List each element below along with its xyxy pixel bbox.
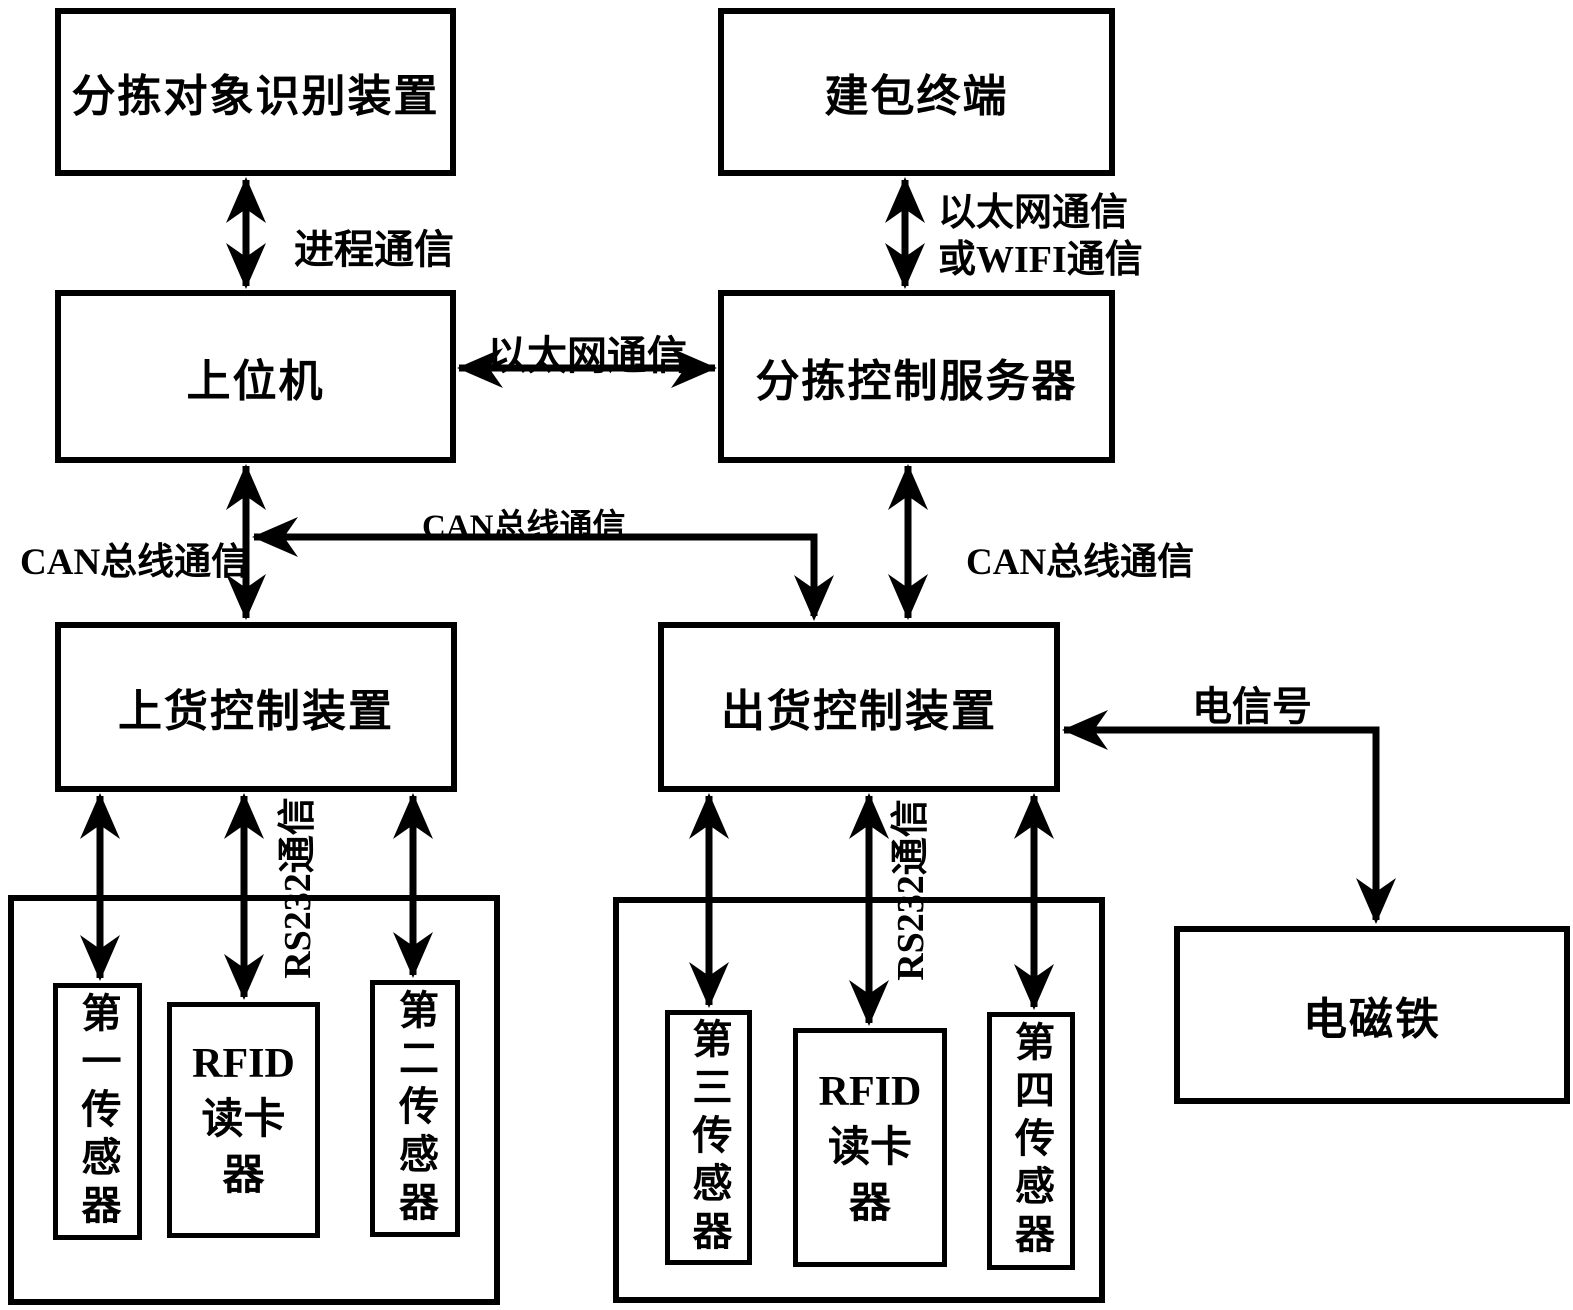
label-eth-or-wifi-line1: 以太网通信 (938, 190, 1143, 237)
box-shipping-control-device-label: 出货控制装置 (721, 675, 997, 739)
box-sorting-control-server: 分拣控制服务器 (718, 290, 1115, 463)
box-packing-terminal-label: 建包终端 (825, 60, 1009, 124)
label-can-bus-mid: CAN总线通信 (422, 499, 626, 547)
box-recognition-device-label: 分拣对象识别装置 (72, 60, 440, 124)
box-loading-control-device: 上货控制装置 (55, 622, 457, 792)
label-rs232-left: RS232通信 (266, 781, 310, 995)
label-can-bus-right: CAN总线通信 (966, 531, 1194, 585)
box-rfid-reader-right: RFID 读卡 器 (793, 1028, 947, 1267)
box-sensor-2: 第二传感器 (370, 980, 460, 1237)
box-sensor-1-label: 第一传感器 (69, 992, 127, 1232)
label-process-comm: 进程通信 (294, 217, 454, 275)
box-host-computer-label: 上位机 (187, 345, 325, 409)
box-rfid-reader-right-label: RFID 读卡 器 (819, 1064, 922, 1232)
connector-electric-signal-arrow (1062, 710, 1396, 924)
label-eth-or-wifi-comm: 以太网通信 或WIFI通信 (938, 190, 1143, 284)
label-electric-signal: 电信号 (1192, 674, 1312, 732)
label-eth-or-wifi-line2: 或WIFI通信 (938, 237, 1143, 284)
box-host-computer: 上位机 (55, 290, 456, 463)
box-sensor-1: 第一传感器 (53, 983, 142, 1240)
box-rfid-reader-left-label: RFID 读卡 器 (192, 1036, 295, 1204)
box-packing-terminal: 建包终端 (718, 8, 1115, 176)
box-electromagnet-label: 电磁铁 (1303, 983, 1441, 1047)
connector-can-right-arrow (888, 464, 928, 620)
label-can-bus-left: CAN总线通信 (20, 531, 248, 585)
box-sensor-3-label: 第三传感器 (680, 1018, 738, 1258)
box-sensor-3: 第三传感器 (665, 1010, 752, 1265)
box-loading-control-device-label: 上货控制装置 (118, 675, 394, 739)
label-rs232-right: RS232通信 (879, 783, 923, 997)
connector-eth-wifi-arrow (885, 177, 925, 289)
box-sensor-4-label: 第四传感器 (1002, 1021, 1060, 1261)
label-ethernet-comm: 以太网通信 (487, 323, 687, 381)
box-shipping-control-device: 出货控制装置 (658, 622, 1060, 792)
box-recognition-device: 分拣对象识别装置 (55, 8, 456, 176)
box-electromagnet: 电磁铁 (1174, 926, 1570, 1104)
box-rfid-reader-left: RFID 读卡 器 (167, 1002, 320, 1238)
box-sensor-4: 第四传感器 (987, 1012, 1075, 1270)
box-sorting-control-server-label: 分拣控制服务器 (756, 345, 1078, 409)
box-sensor-2-label: 第二传感器 (386, 989, 444, 1229)
connector-process-comm-arrow (226, 177, 266, 289)
